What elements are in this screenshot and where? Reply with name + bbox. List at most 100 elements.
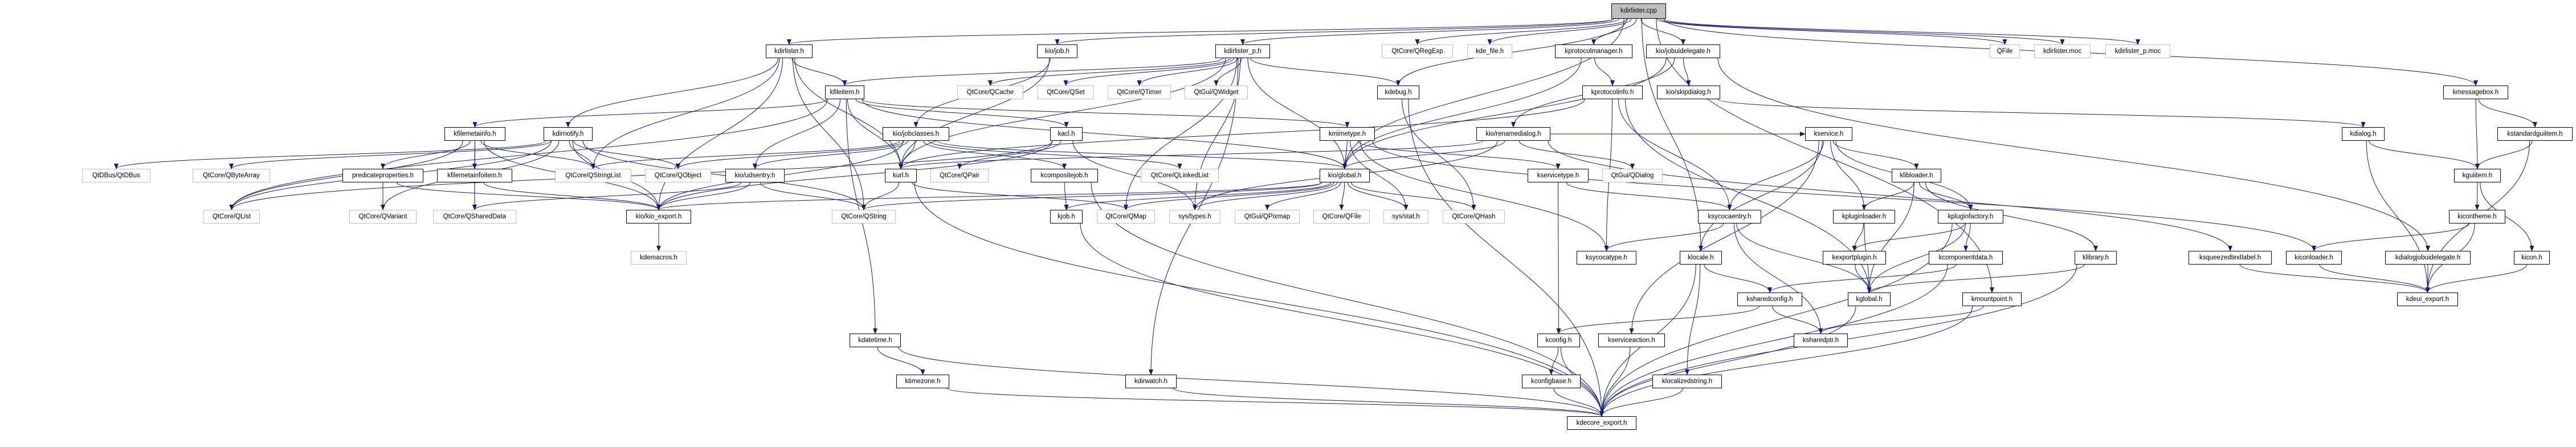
dependency-edge [1734, 223, 1823, 334]
graph-node[interactable]: kglobal.h [1848, 292, 1891, 306]
graph-external-node: QtCore/QList [203, 210, 260, 224]
dependency-edge [988, 58, 1231, 86]
dependency-edge [483, 182, 661, 210]
graph-external-node: QFile [1990, 44, 2020, 58]
dependency-edge [787, 18, 1614, 45]
graph-node[interactable]: kdirwatch.h [1125, 375, 1177, 388]
dependency-edge [1717, 99, 2366, 128]
graph-node[interactable]: ksqueezedtextlabel.h [2189, 251, 2272, 265]
graph-node[interactable]: kdialogjobuidelegate.h [2385, 251, 2471, 265]
graph-node[interactable]: kio/renamedialog.h [1476, 127, 1550, 141]
graph-node[interactable]: kmessagebox.h [2443, 86, 2508, 99]
graph-node[interactable]: kdialog.h [2342, 127, 2385, 141]
dependency-edge [923, 140, 1067, 169]
graph-node[interactable]: kcomponentdata.h [1929, 251, 2003, 265]
dependency-edge [2475, 99, 2480, 169]
graph-node[interactable]: kiconloader.h [2286, 251, 2342, 265]
graph-node[interactable]: ksycocatype.h [1577, 251, 1636, 265]
graph-node[interactable]: kio/job.h [1037, 44, 1077, 58]
dependency-edge [1852, 223, 1965, 251]
dependency-edge [1599, 306, 1856, 417]
graph-node[interactable]: kdirnotify.h [544, 127, 593, 141]
dependency-edge [591, 58, 780, 169]
graph-node[interactable]: kio/udsentry.h [725, 169, 785, 182]
graph-node[interactable]: kdirlister.h [766, 44, 813, 58]
graph-node[interactable]: kio/kio_export.h [626, 210, 691, 224]
graph-node[interactable]: kdebug.h [1377, 86, 1419, 99]
dependency-edge [1656, 18, 2007, 45]
graph-node[interactable]: kcompositejob.h [1031, 169, 1098, 182]
dependency-edge [1193, 58, 1241, 210]
graph-node[interactable]: kpluginfactory.h [1938, 210, 2003, 224]
dependency-edge [1339, 182, 1345, 210]
graph-node[interactable]: ksycocaentry.h [1698, 210, 1761, 224]
graph-node[interactable]: ksharedptr.h [1794, 334, 1848, 347]
graph-node[interactable]: kservicetype.h [1528, 169, 1589, 182]
dependency-edge [1727, 140, 1824, 210]
graph-node[interactable]: kprotocolmanager.h [1555, 44, 1632, 58]
dependency-edge [1566, 182, 1732, 210]
dependency-edge [1599, 306, 1973, 417]
graph-node[interactable]: kio/global.h [1320, 169, 1370, 182]
graph-node[interactable]: klocalizedstring.h [1652, 375, 1722, 388]
graph-node[interactable]: ktimezone.h [896, 375, 949, 388]
graph-node[interactable]: klibloader.h [1892, 169, 1941, 182]
dependency-edge [753, 140, 908, 169]
dependency-edge [957, 140, 1062, 169]
graph-node[interactable]: klocale.h [1680, 251, 1722, 265]
dependency-edge [842, 58, 1223, 86]
graph-node[interactable]: kicontheme.h [2449, 210, 2505, 224]
dependency-edge [794, 58, 903, 169]
dependency-edge [229, 140, 1053, 210]
graph-node[interactable]: kdatetime.h [850, 334, 901, 347]
dependency-edge [855, 99, 1069, 128]
graph-external-node: QtCore/QRegExp [1382, 44, 1453, 58]
graph-node[interactable]: kfilemetainfoitem.h [437, 169, 512, 182]
dependency-edge [1767, 264, 1957, 293]
dependency-edge [1064, 182, 1069, 210]
graph-node[interactable]: kio/skipdialog.h [1657, 86, 1720, 99]
graph-node[interactable]: ksharedconfig.h [1737, 292, 1802, 306]
graph-node[interactable]: kurl.h [885, 169, 917, 182]
graph-external-node: QtCore/QTimer [1108, 86, 1171, 99]
dependency-edge [2475, 140, 2533, 169]
graph-node[interactable]: kdeui_export.h [2397, 292, 2458, 306]
graph-external-node: sys/stat.h [1383, 210, 1428, 224]
graph-node[interactable]: kicon.h [2514, 251, 2550, 265]
graph-node[interactable]: klibrary.h [2075, 251, 2117, 265]
dependency-edge [1918, 182, 1973, 210]
dependency-edge [1599, 264, 1948, 417]
dependency-edge [676, 140, 905, 169]
dependency-edge [472, 182, 741, 210]
graph-node[interactable]: kmimetype.h [1320, 127, 1375, 141]
dependency-edge [1350, 182, 1476, 210]
graph-node[interactable]: kservice.h [1805, 127, 1852, 141]
graph-node[interactable]: kserviceaction.h [1598, 334, 1665, 347]
graph-node[interactable]: kstandardguiitem.h [2497, 127, 2573, 141]
dependency-edge [1214, 58, 1242, 86]
graph-node[interactable]: kfileitem.h [825, 86, 864, 99]
dependency-edge [656, 140, 1053, 210]
graph-node[interactable]: kexportplugin.h [1823, 251, 1886, 265]
graph-node[interactable]: kdecore_export.h [1567, 416, 1636, 430]
graph-node[interactable]: kconfig.h [1537, 334, 1580, 347]
graph-node[interactable]: kjob.h [1050, 210, 1083, 224]
dependency-edge [591, 140, 900, 169]
graph-external-node: QtGui/QWidget [1185, 86, 1248, 99]
dependency-edge [1704, 264, 1772, 293]
graph-node[interactable]: kprotocolinfo.h [1582, 86, 1643, 99]
graph-node[interactable]: kacl.h [1050, 127, 1083, 141]
graph-node[interactable]: predicateproperties.h [342, 169, 423, 182]
graph-node[interactable]: kpluginloader.h [1833, 210, 1895, 224]
graph-node[interactable]: kio/jobuidelegate.h [1646, 44, 1720, 58]
graph-node[interactable]: kio/jobclasses.h [883, 127, 949, 141]
graph-node[interactable]: kdirlister_p.h [1215, 44, 1270, 58]
graph-node[interactable]: kmountpoint.h [1962, 292, 2022, 306]
dependency-edge [899, 58, 1226, 169]
graph-node[interactable]: kguiitem.h [2454, 169, 2501, 182]
graph-node[interactable]: kconfigbase.h [1522, 375, 1581, 388]
dependency-edge [2366, 140, 2430, 293]
graph-external-node: sys/types.h [1169, 210, 1220, 224]
graph-node[interactable]: kfilemetainfo.h [444, 127, 505, 141]
